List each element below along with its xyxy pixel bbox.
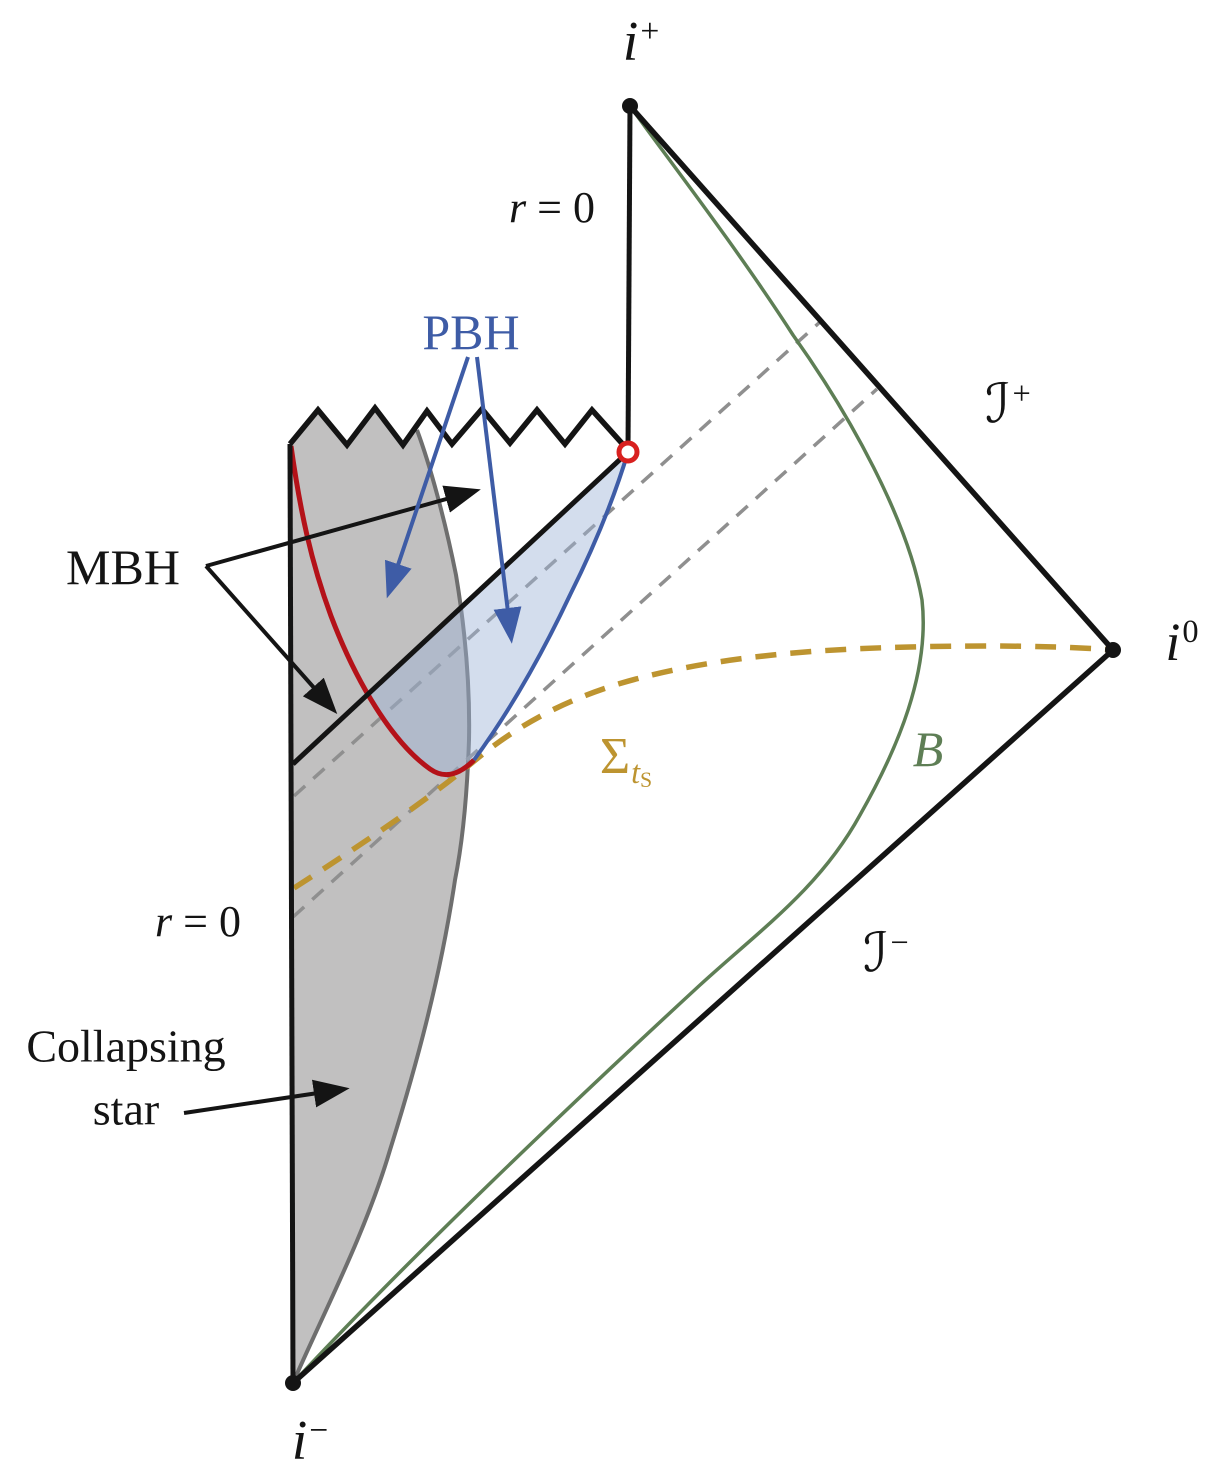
label-i-minus: i− (292, 1413, 329, 1469)
i-plus-sup: + (640, 12, 660, 50)
r-zero-top-var: r (509, 183, 527, 232)
sigma-base: Σ (599, 728, 631, 785)
label-b: B (912, 721, 944, 777)
star-surface-curve (291, 429, 472, 1384)
label-sigma-ts: ΣtS (599, 728, 652, 791)
i-minus-vertex-dot (285, 1375, 301, 1391)
scri-minus-sup: − (890, 925, 909, 962)
i-plus-vertex-dot (622, 98, 638, 114)
label-r-equals-0-mid: r = 0 (155, 900, 241, 944)
i-plus-base: i (622, 11, 639, 73)
label-mbh: MBH (66, 539, 180, 595)
scri-minus-line (291, 647, 1115, 1386)
collapsing-star-region (290, 408, 470, 1383)
scri-plus-sup: + (1012, 376, 1031, 413)
sigma-sub-t: t (631, 753, 641, 790)
evaporation-endpoint-circle (616, 440, 640, 464)
r-zero-mid-eq: = 0 (172, 897, 241, 946)
label-scri-plus: ℐ+ (985, 377, 1031, 431)
red-horizon-curve (288, 445, 476, 778)
i-zero-base: i (1165, 612, 1181, 672)
scri-plus-line (627, 104, 1116, 652)
event-horizon-line (291, 450, 630, 766)
singularity-zigzag (287, 403, 631, 452)
sigma-subsub-s: S (640, 767, 653, 792)
null-ray-dashed-line-lower (291, 387, 879, 919)
i-zero-sup: 0 (1182, 614, 1199, 651)
i-zero-vertex-dot (1105, 642, 1121, 658)
label-scri-minus: ℐ− (863, 926, 909, 980)
pbh-arrow-right (475, 356, 522, 644)
pbh-boundary-curve (472, 451, 630, 762)
label-i-plus: i+ (623, 14, 660, 70)
r-zero-top-eq: = 0 (526, 183, 595, 232)
label-i-zero: i0 (1165, 615, 1198, 669)
scri-minus-base: ℐ (863, 921, 889, 984)
pbh-arrow-left (385, 356, 470, 599)
mbh-arrow-lower (204, 564, 338, 714)
i-minus-base: i (291, 1410, 308, 1472)
i-minus-sup: − (309, 1411, 329, 1449)
b-curve (291, 104, 925, 1385)
collapsing-star-line2: star (92, 1084, 160, 1135)
label-collapsing-star: Collapsing star (26, 1015, 225, 1142)
collapsing-star-line1: Collapsing (26, 1020, 226, 1072)
collapsing-star-arrow (183, 1079, 350, 1115)
scri-plus-base: ℐ (985, 372, 1011, 435)
label-pbh: PBH (422, 304, 520, 360)
sigma-ts-slice-curve (292, 643, 1114, 891)
r-zero-mid-var: r (155, 897, 173, 946)
r-zero-axis-top (625, 105, 633, 453)
mbh-arrow-upper (205, 485, 481, 568)
r-zero-axis-left (287, 443, 296, 1384)
label-r-equals-0-top: r = 0 (509, 186, 595, 230)
